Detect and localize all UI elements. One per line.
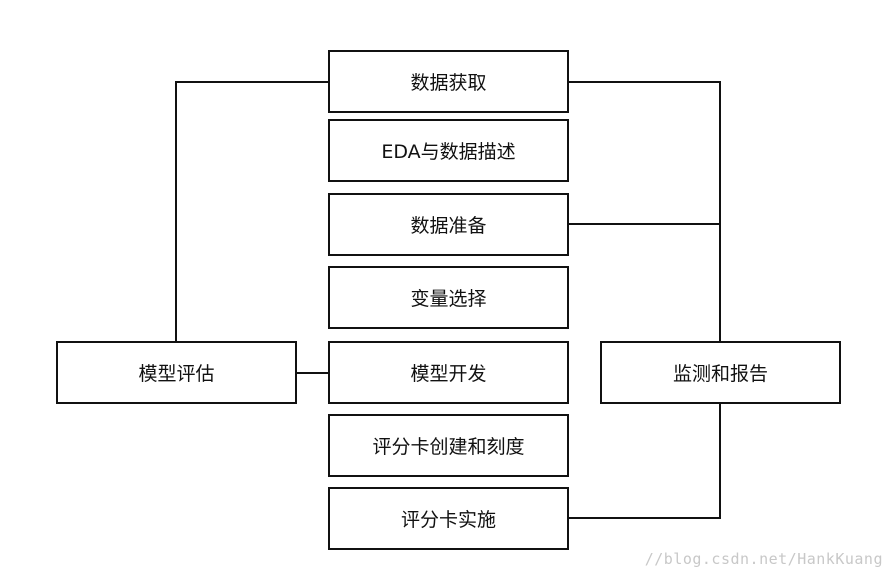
step-label: EDA与数据描述 [381,141,516,163]
model-evaluation-label: 模型评估 [138,363,215,385]
step-eda-description: EDA与数据描述 [328,119,569,182]
step-scorecard-creation: 评分卡创建和刻度 [328,414,569,477]
step-data-acquisition: 数据获取 [328,50,569,113]
step-label: 变量选择 [410,288,487,310]
left-loop-line [175,81,329,342]
watermark-text: //blog.csdn.net/HankKuang [644,550,883,568]
step-label: 数据获取 [410,72,487,94]
model-evaluation-box: 模型评估 [56,341,297,404]
monitor-to-implementation-line [568,403,721,519]
step-label: 数据准备 [410,215,487,237]
step-label: 模型开发 [410,363,487,385]
right-loop-top-line [568,81,721,342]
step-scorecard-implementation: 评分卡实施 [328,487,569,550]
monitoring-reporting-label: 监测和报告 [672,363,768,385]
step-label: 评分卡实施 [400,509,496,531]
step-variable-selection: 变量选择 [328,266,569,329]
step-data-preparation: 数据准备 [328,193,569,256]
step-label: 评分卡创建和刻度 [372,436,525,458]
monitoring-reporting-box: 监测和报告 [600,341,841,404]
step-model-development: 模型开发 [328,341,569,404]
